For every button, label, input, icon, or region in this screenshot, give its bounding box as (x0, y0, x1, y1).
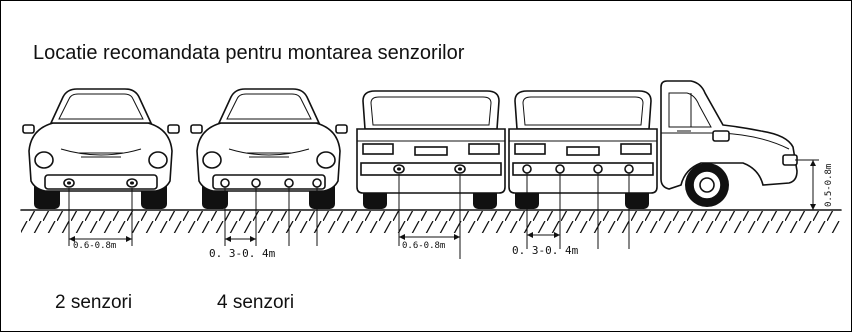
ground (20, 209, 842, 233)
car-front-two-sensors (22, 88, 180, 246)
car-rear-two-sensors (356, 90, 506, 259)
car-front-four-sensors (190, 88, 348, 246)
mount-height-label: 0.5-0.8m (824, 164, 834, 207)
diagram-title: Locatie recomandata pentru montarea senz… (33, 42, 465, 64)
caption-four-sensors: 4 senzori (217, 292, 294, 313)
front-four-spacing-label: 0. 3-0. 4m (209, 247, 276, 260)
rear-four-spacing-label: 0. 3-0. 4m (512, 244, 579, 257)
car-rear-four-sensors (508, 90, 658, 249)
car-side-view (660, 80, 819, 210)
caption-two-sensors: 2 senzori (55, 292, 132, 313)
front-two-spacing-label: 0.6-0.8m (73, 241, 116, 251)
rear-two-spacing-label: 0.6-0.8m (402, 241, 445, 251)
